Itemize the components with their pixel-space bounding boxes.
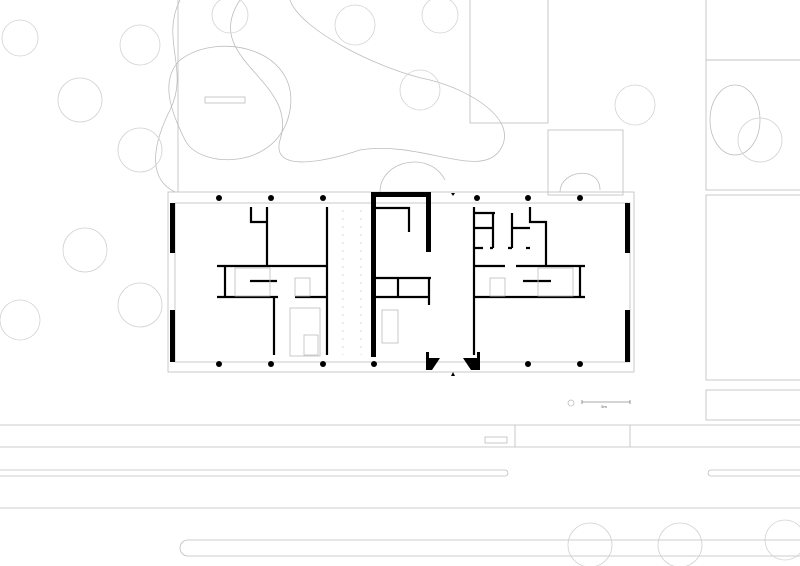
stair xyxy=(537,267,574,297)
tree-icon xyxy=(119,24,161,66)
facade-line xyxy=(174,202,631,363)
planter xyxy=(709,84,761,156)
bench xyxy=(204,96,246,104)
entrance-wall xyxy=(426,352,440,370)
lawn-area xyxy=(168,45,292,161)
tree-icon xyxy=(1,19,39,57)
end-wall xyxy=(625,203,630,253)
tree-icon xyxy=(57,77,103,123)
column xyxy=(216,195,222,201)
tram-platform xyxy=(707,469,800,477)
tree-icon xyxy=(62,227,108,273)
right-unit-core xyxy=(472,207,585,355)
entrance-marker-icon xyxy=(451,372,455,376)
column xyxy=(577,195,583,201)
end-wall xyxy=(625,310,630,362)
core-wall xyxy=(371,192,376,357)
core-wall xyxy=(426,192,431,252)
stair xyxy=(294,277,311,297)
neighbor-building-right xyxy=(705,0,800,61)
end-wall xyxy=(170,310,175,362)
tree-icon xyxy=(117,127,163,173)
column xyxy=(268,195,274,201)
building-right-lower xyxy=(705,389,800,421)
path-curve xyxy=(559,172,601,193)
entrance-marker-icon xyxy=(451,193,455,196)
column xyxy=(320,195,326,201)
stair xyxy=(234,267,271,297)
building-right xyxy=(705,194,800,381)
tree-icon xyxy=(737,117,783,163)
column xyxy=(216,361,222,367)
column xyxy=(577,361,583,367)
column xyxy=(525,195,531,201)
tree-icon xyxy=(614,84,656,126)
tree-icon xyxy=(764,519,800,561)
column xyxy=(371,361,377,367)
scale-label: 5m xyxy=(601,404,607,409)
scale-bar: 5m xyxy=(567,399,631,409)
column xyxy=(320,361,326,367)
courtyard-right xyxy=(705,59,800,191)
road-island xyxy=(179,539,800,557)
column xyxy=(268,361,274,367)
tree-icon xyxy=(657,522,703,566)
tree-icon xyxy=(421,0,459,34)
north-arrow-icon xyxy=(567,399,575,407)
tree-icon xyxy=(0,299,41,341)
tree-icon xyxy=(117,282,163,328)
stair-lift xyxy=(289,307,321,357)
column xyxy=(525,361,531,367)
tree-icon xyxy=(567,522,613,566)
columns xyxy=(216,195,583,367)
elevator xyxy=(303,334,319,356)
tree-icon xyxy=(334,4,376,46)
building xyxy=(167,191,635,376)
terrace-outline xyxy=(167,191,635,373)
tram-platform xyxy=(0,469,509,477)
center-core xyxy=(371,192,480,376)
neighbor-building xyxy=(469,0,549,124)
tree-icon xyxy=(399,69,441,111)
left-unit-core xyxy=(217,207,362,357)
path-curve xyxy=(379,161,446,193)
end-wall xyxy=(170,203,175,253)
entrance-wall xyxy=(463,352,480,370)
core-wall xyxy=(371,192,431,197)
counter xyxy=(381,309,399,344)
tree-icon xyxy=(211,0,249,34)
neighbor-annex xyxy=(547,129,624,196)
street-furniture xyxy=(484,436,508,444)
garden-path xyxy=(155,0,505,193)
stair xyxy=(489,277,506,297)
column xyxy=(474,195,480,201)
